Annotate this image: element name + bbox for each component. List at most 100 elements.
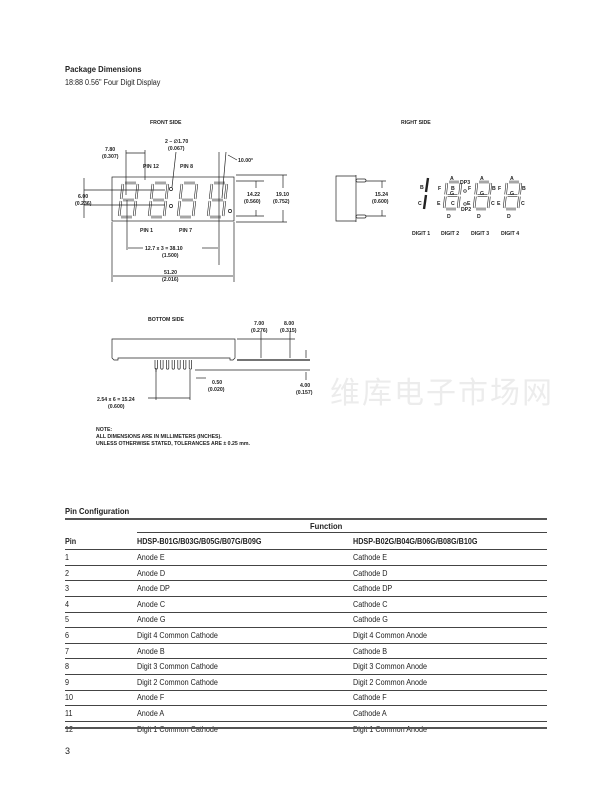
pin bbox=[166, 360, 170, 370]
dim-pitch: 12.7 x 3 = 38.10 bbox=[145, 246, 183, 252]
pin-number: 9 bbox=[65, 673, 137, 691]
segment-label: C bbox=[521, 201, 525, 207]
pin-hole bbox=[169, 187, 173, 191]
segment-label: B bbox=[522, 186, 526, 192]
segment-fill bbox=[459, 182, 462, 195]
dim-700-in: (0.276) bbox=[251, 328, 268, 334]
function-rule bbox=[137, 532, 547, 533]
dim-hole-in: (0.067) bbox=[168, 146, 185, 152]
segment-label: C bbox=[451, 201, 455, 207]
segment-fill bbox=[519, 182, 522, 195]
pin-config-title: Pin Configuration bbox=[65, 506, 130, 516]
section-title: Package Dimensions bbox=[65, 64, 142, 74]
function-b: Cathode DP bbox=[353, 580, 547, 597]
segment-label: E bbox=[497, 201, 501, 207]
function-b: Cathode B bbox=[353, 642, 547, 659]
segment-fill bbox=[505, 182, 508, 195]
segment-label: DP2 bbox=[461, 207, 471, 213]
pin-number: 1 bbox=[65, 549, 137, 566]
dim-800-in: (0.315) bbox=[280, 328, 297, 334]
segment-label: E bbox=[467, 201, 471, 207]
angle-label: 10.00° bbox=[238, 158, 253, 164]
table-bottom-rule bbox=[65, 727, 547, 729]
function-a: Anode B bbox=[137, 642, 353, 659]
right-side-label: RIGHT SIDE bbox=[401, 120, 431, 126]
segment-fill bbox=[118, 200, 122, 217]
function-b: Cathode A bbox=[353, 705, 547, 722]
segment-fill bbox=[489, 182, 492, 195]
dim-1910: 19.10 bbox=[276, 192, 289, 198]
segment-fill bbox=[475, 182, 478, 195]
function-b: Digit 3 Common Anode bbox=[353, 658, 547, 675]
function-a: Digit 2 Common Cathode bbox=[137, 673, 353, 691]
segment-label: B bbox=[451, 186, 455, 192]
segment bbox=[422, 194, 428, 210]
segment-fill bbox=[457, 196, 460, 209]
segment-label: D bbox=[477, 214, 481, 220]
pin bbox=[183, 360, 187, 370]
function-a: Anode DP bbox=[137, 580, 353, 597]
dim-400: 4.00 bbox=[300, 383, 310, 389]
segment-label: A bbox=[480, 176, 484, 182]
dim-600-in: (0.236) bbox=[75, 201, 92, 207]
table-top-rule bbox=[65, 518, 547, 520]
dim-600: 6.00 bbox=[78, 194, 88, 200]
bottom-side-label: BOTTOM SIDE bbox=[148, 317, 184, 323]
segment-label: G bbox=[480, 191, 484, 197]
segment-label: G bbox=[510, 191, 514, 197]
digit-4-label: DIGIT 4 bbox=[501, 231, 519, 237]
pin-number: 4 bbox=[65, 595, 137, 613]
segment-label: D bbox=[447, 214, 451, 220]
pin-number: 5 bbox=[65, 611, 137, 628]
col-header-b: HDSP-B02G/B04G/B06G/B08G/B10G bbox=[353, 537, 478, 547]
segment-fill bbox=[133, 200, 137, 217]
segment-label: E bbox=[437, 201, 441, 207]
dim-700: 7.00 bbox=[254, 321, 264, 327]
function-a: Digit 3 Common Cathode bbox=[137, 658, 353, 675]
pin bbox=[177, 360, 181, 370]
package-drawing: FRONT SIDE 7.80 (0.307) 2 – ∅1.70 (0.067… bbox=[75, 120, 526, 447]
bottom-body bbox=[111, 338, 236, 361]
digit-1-label: DIGIT 1 bbox=[412, 231, 430, 237]
segment-fill bbox=[135, 183, 139, 200]
segment-label: D bbox=[507, 214, 511, 220]
segment-fill bbox=[517, 196, 520, 209]
function-b: Cathode G bbox=[353, 611, 547, 628]
segment-fill bbox=[222, 200, 226, 217]
segment-fill bbox=[473, 196, 476, 209]
segment-fill bbox=[120, 183, 124, 200]
dp-dot bbox=[463, 189, 467, 193]
function-a: Anode A bbox=[137, 705, 353, 722]
segment-label: DP3 bbox=[460, 180, 470, 186]
dp-dot bbox=[463, 202, 467, 206]
segment-label: A bbox=[450, 176, 454, 182]
pin-number: 10 bbox=[65, 689, 137, 706]
function-b: Digit 4 Common Anode bbox=[353, 627, 547, 644]
segment-label: F bbox=[498, 186, 501, 192]
front-side-label: FRONT SIDE bbox=[150, 120, 182, 126]
front-digits bbox=[117, 181, 229, 219]
dim-5120-in: (2.016) bbox=[162, 277, 179, 283]
pin12-label: PIN 12 bbox=[143, 164, 159, 170]
segment-fill bbox=[179, 183, 183, 200]
watermark: 维库电子市场网 bbox=[330, 376, 554, 411]
digit-2-label: DIGIT 2 bbox=[441, 231, 459, 237]
pin bbox=[154, 360, 158, 370]
pin-number: 8 bbox=[65, 658, 137, 675]
function-b: Cathode D bbox=[353, 564, 547, 581]
function-b: Digit 2 Common Anode bbox=[353, 673, 547, 691]
segment-label: F bbox=[438, 186, 441, 192]
dim-800: 8.00 bbox=[284, 321, 294, 327]
function-a: Digit 4 Common Cathode bbox=[137, 627, 353, 644]
dim-050: 0.50 bbox=[212, 380, 222, 386]
section-subtitle: 18:88 0.56" Four Digit Display bbox=[65, 78, 161, 87]
pin bbox=[160, 360, 164, 370]
segment-fill bbox=[163, 200, 167, 217]
